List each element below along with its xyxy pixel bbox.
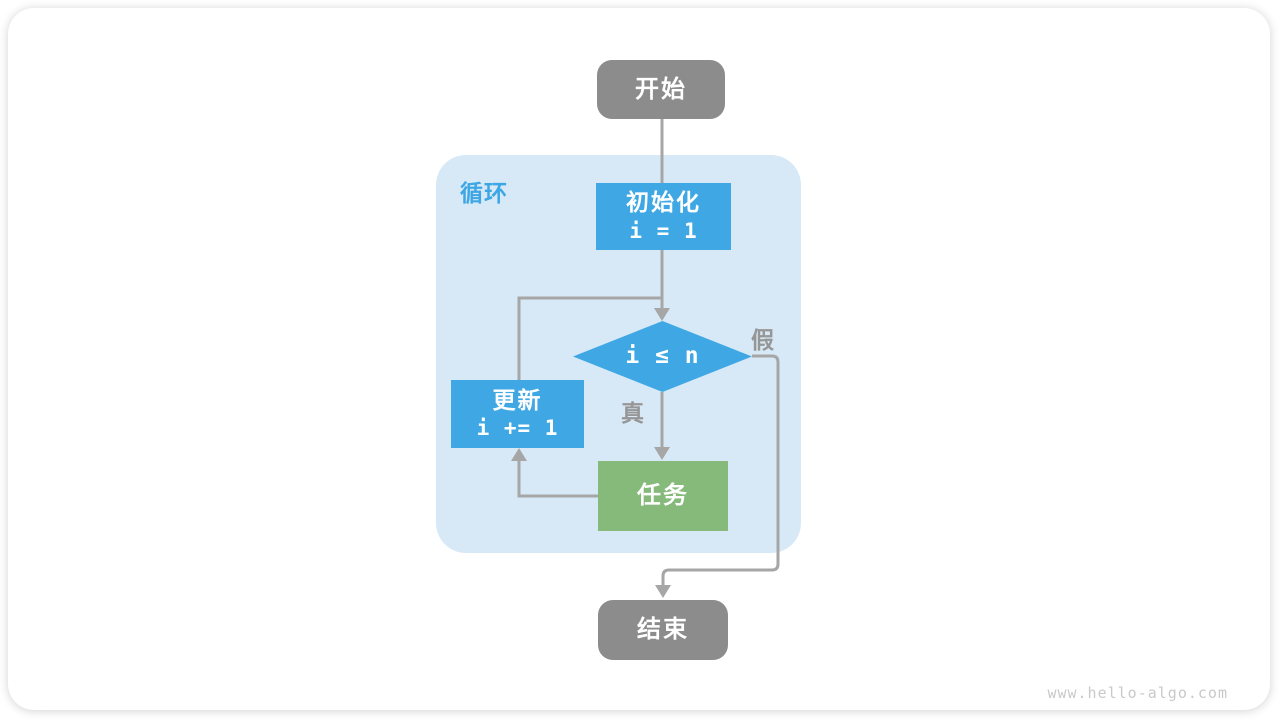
- watermark: www.hello-algo.com: [1047, 684, 1228, 702]
- loop-region-label: 循环: [460, 180, 508, 206]
- node-start: 开始: [597, 60, 725, 119]
- node-end: 结束: [598, 600, 728, 660]
- node-end-label: 结束: [637, 616, 689, 644]
- node-condition-code: i ≤ n: [625, 342, 700, 369]
- node-update-label: 更新: [492, 386, 543, 413]
- node-init-label: 初始化: [626, 189, 701, 216]
- node-task: 任务: [598, 461, 728, 531]
- node-update-code: i += 1: [476, 416, 559, 441]
- edge-label-false: 假: [751, 327, 774, 353]
- edge-label-true: 真: [621, 400, 644, 426]
- node-start-label: 开始: [635, 75, 687, 103]
- node-task-label: 任务: [637, 482, 689, 510]
- diagram-card: 循环 开始 初始化 i = 1: [8, 8, 1270, 710]
- node-init-code: i = 1: [629, 218, 698, 243]
- arrowhead-into-end: [655, 585, 671, 598]
- node-init: 初始化 i = 1: [596, 183, 731, 250]
- node-update: 更新 i += 1: [451, 380, 584, 448]
